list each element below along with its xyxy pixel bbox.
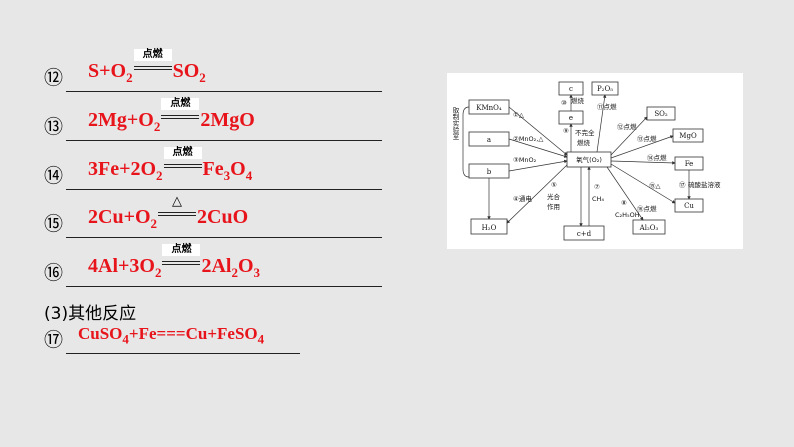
answer-line [66,237,382,238]
box-oxygen-label: 氧气(O₂) [576,155,602,164]
item-number: ⑭ [44,165,64,187]
box-fe-label: Fe [685,160,694,168]
box-b-label: b [487,168,492,176]
condition-mark: 点燃 [162,244,201,272]
equation-text: CuSO4+Fe===Cu+FeSO4 [78,323,265,346]
arrow [508,138,568,158]
item-number: ⑬ [44,116,64,138]
arrow [506,164,568,224]
box-mgo-label: MgO [679,132,697,140]
answer-line [66,286,382,287]
label-incomplete: 不完全 [575,128,595,137]
side-label: 取制实验室 [451,107,459,140]
label-photosynthesis-2: 作用 [547,202,560,211]
label-reaction-4: ④通电 [513,194,532,203]
box-cd-label: c+d [577,230,592,238]
box-so2-label: SO₂ [654,110,668,118]
label-reaction-17: ⑰ [679,181,686,189]
label-reaction-13: ⑬点燃 [637,134,657,143]
box-al2o3-label: Al₂O₃ [639,224,659,232]
label-reaction-3: ③MnO₂ [513,156,537,164]
label-burn: 燃烧 [571,96,585,105]
box-a-label: a [487,136,491,144]
label-reaction-15: ⑮△ [649,182,661,190]
label-ethanol: C₂H₅OH [615,211,640,219]
arrow [606,166,644,221]
bracket [462,106,470,178]
box-so2 [646,106,676,121]
box-cu-label: Cu [684,202,694,210]
label-reaction-14: ⑭点燃 [647,153,667,162]
arrow [610,116,648,156]
box-h2o-label: H₂O [482,224,497,232]
equation-text: 2Cu+O2△2CuO [88,193,249,231]
label-reaction-11: ⑪点燃 [597,102,617,111]
equation-row: ⑰ CuSO4+Fe===Cu+FeSO4 [44,314,304,354]
box-cd [563,225,605,241]
condition-mark: 点燃 [133,49,172,77]
equation-row: ⑮ 2Cu+O2△2CuO [44,193,382,238]
label-photosynthesis-1: 光合 [547,192,561,201]
box-e-label: e [569,114,573,122]
answer-line [66,140,382,141]
box-p2o5-label: P₂O₅ [597,85,613,93]
label-reaction-10: ⑩ [561,99,567,107]
condition-mark: 点燃 [163,147,202,175]
answer-line [66,91,382,92]
label-sulfate-solution: 硫酸盐溶液 [688,180,721,189]
label-reaction-9: ⑨ [563,127,569,135]
arrow [508,106,568,156]
label-reaction-7: ⑦ [594,183,600,191]
box-kmno4-label: KMnO₄ [476,104,502,112]
answer-line [66,353,300,354]
arrow [610,163,676,204]
section-heading: (3)其他反应 [44,304,137,324]
arrow [610,135,674,159]
label-reaction-8: ⑧ [621,199,627,207]
box-al2o3 [632,219,666,235]
answer-line [66,189,382,190]
item-number: ⑫ [44,67,64,89]
arrow [610,160,676,165]
oxygen-relationship-diagram: 取制实验室 氧气(O₂) KMnO₄ a b H₂O c P₂O₅ e SO₂ [447,73,743,249]
arrow [596,94,607,153]
item-number: ⑰ [44,329,64,351]
item-number: ⑮ [44,213,64,235]
label-reaction-5: ⑤ [551,181,557,189]
arrow [508,159,568,172]
label-ch4: CH₄ [592,195,604,203]
condition-mark: 点燃 [161,98,200,126]
condition-mark: △ [158,194,197,223]
label-combustion: 燃烧 [577,138,591,147]
label-reaction-12: ⑫点燃 [617,122,637,131]
label-reaction-1: ①△ [513,111,524,119]
label-reaction-2: ②MnO₂,△ [513,135,543,143]
box-c-label: c [569,85,573,93]
item-number: ⑯ [44,262,64,284]
label-reaction-16: ⑯点燃 [637,204,657,213]
